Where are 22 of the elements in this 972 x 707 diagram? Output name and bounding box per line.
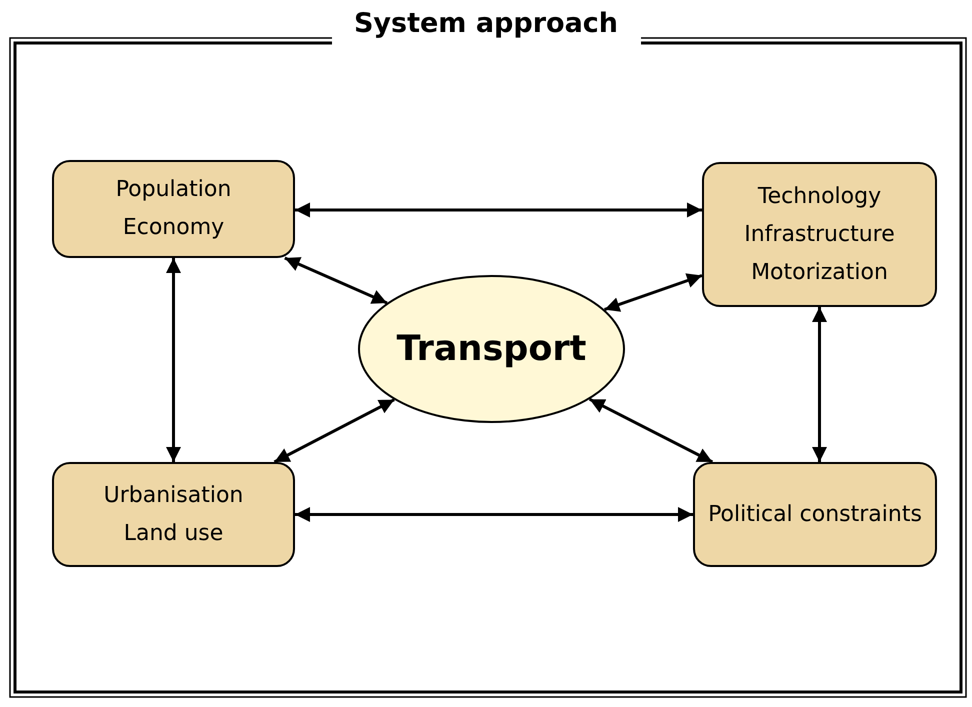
double-arrow [588, 398, 714, 464]
double-arrow [166, 258, 181, 462]
double-arrow [812, 307, 827, 462]
double-arrow [274, 398, 395, 464]
rounded-box [702, 162, 937, 307]
double-arrow [295, 202, 702, 218]
rounded-box [52, 462, 295, 567]
node-label: Political constraints [708, 500, 922, 528]
node-label: Transport [396, 329, 586, 369]
node-label: Technology [758, 182, 882, 210]
node-label: Population [116, 176, 232, 204]
node-label: Economy [122, 214, 224, 242]
double-arrow [295, 507, 693, 522]
double-arrow [284, 256, 388, 304]
double-arrow [604, 273, 702, 312]
node-label: Infrastructure [744, 220, 895, 248]
node-label: Urbanisation [104, 482, 244, 510]
node-label: Motorization [751, 258, 888, 286]
node-label: Land use [124, 520, 224, 548]
rounded-box [52, 160, 295, 258]
rounded-box [693, 462, 937, 567]
diagram-title: System approach [352, 7, 620, 41]
